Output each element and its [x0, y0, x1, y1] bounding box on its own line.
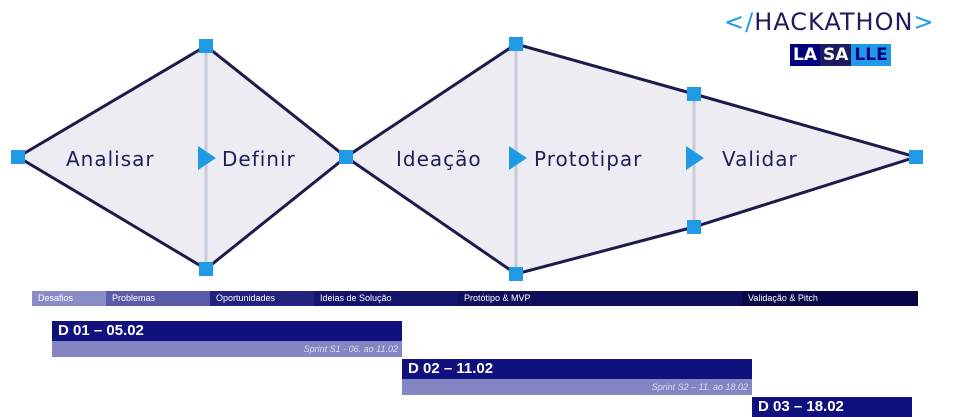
arrow-icon-2 — [509, 146, 527, 170]
phase-oportunidades: Oportunidades — [210, 291, 314, 306]
schedule-day-3: D 03 – 18.02 — [752, 397, 912, 417]
phase-problemas: Problemas — [106, 291, 210, 306]
schedule-day-2: D 02 – 11.02 Sprint S2 – 11. ao 18.02 — [402, 359, 752, 395]
phase-ideias: Ideias de Solução — [314, 291, 458, 306]
node-right — [909, 150, 923, 164]
schedule-day-1: D 01 – 05.02 Sprint S1 - 06. ao 11.02 — [52, 321, 402, 357]
day-2-title: D 02 – 11.02 — [402, 359, 752, 379]
hackathon-logo: </HACKATHON> — [724, 8, 935, 36]
node-d3-top — [687, 87, 701, 101]
day-3-title: D 03 – 18.02 — [752, 397, 912, 417]
arrow-icon-1 — [198, 146, 216, 170]
label-analisar: Analisar — [66, 147, 155, 171]
phase-bar: Desafios Problemas Oportunidades Ideias … — [32, 291, 918, 306]
label-validar: Validar — [722, 147, 798, 171]
node-d1-top — [199, 39, 213, 53]
phase-desafios: Desafios — [32, 291, 106, 306]
node-d2-top — [509, 37, 523, 51]
lasalle-logo: LA SA LLE — [790, 44, 891, 66]
logo-close-bracket: > — [913, 8, 935, 36]
logo-open-bracket: </ — [724, 8, 755, 36]
label-ideacao: Ideação — [396, 147, 482, 171]
phase-prototipo: Protótipo & MVP — [458, 291, 742, 306]
day-2-sprint: Sprint S2 – 11. ao 18.02 — [402, 379, 752, 395]
logo-word: HACKATHON — [754, 8, 914, 36]
logo-part-2: SA — [820, 44, 852, 66]
node-d3-bottom — [687, 220, 701, 234]
phase-validacao: Validação & Pitch — [742, 291, 918, 306]
logo-part-1: LA — [790, 44, 820, 66]
node-d1-bottom — [199, 262, 213, 276]
node-d2-bottom — [509, 267, 523, 281]
logo-part-3: LLE — [851, 44, 891, 66]
label-prototipar: Prototipar — [534, 147, 642, 171]
node-left — [11, 150, 25, 164]
node-center — [339, 150, 353, 164]
day-1-sprint: Sprint S1 - 06. ao 11.02 — [52, 341, 402, 357]
day-1-title: D 01 – 05.02 — [52, 321, 402, 341]
label-definir: Definir — [222, 147, 296, 171]
arrow-icon-3 — [686, 146, 704, 170]
